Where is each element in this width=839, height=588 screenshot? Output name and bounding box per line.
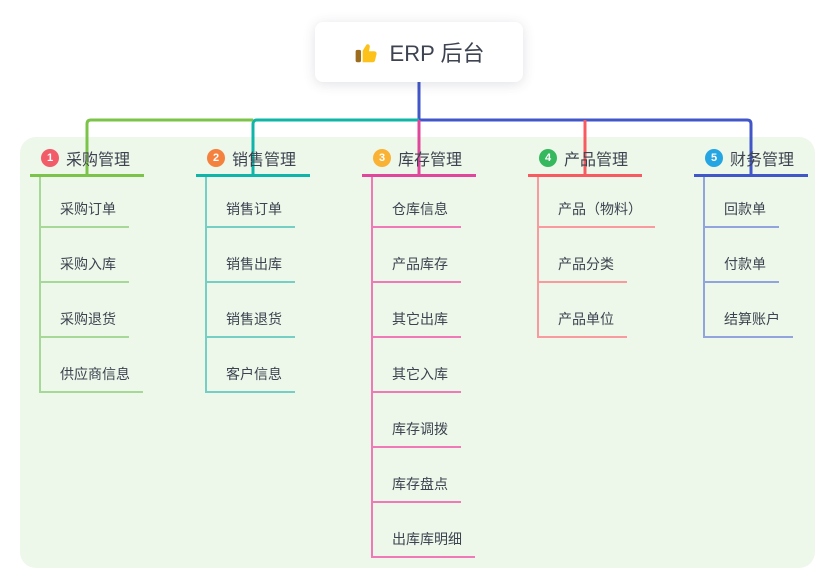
child-node[interactable]: 其它入库 (371, 338, 461, 393)
child-node[interactable]: 产品（物料） (537, 173, 655, 228)
child-node[interactable]: 出库库明细 (371, 503, 475, 558)
child-node[interactable]: 回款单 (703, 173, 779, 228)
root-label: ERP 后台 (389, 41, 485, 66)
branch-label: 采购管理 (66, 151, 131, 169)
branch-5: 5 财务管理 回款单付款单结算账户 (694, 148, 808, 338)
child-label: 客户信息 (226, 366, 282, 382)
child-label: 回款单 (724, 201, 766, 217)
child-node[interactable]: 采购订单 (39, 173, 129, 228)
branch-children: 仓库信息产品库存其它出库其它入库库存调拨库存盘点出库库明细 (371, 173, 476, 558)
child-label: 销售出库 (226, 256, 282, 272)
child-node[interactable]: 其它出库 (371, 283, 461, 338)
child-node[interactable]: 销售出库 (205, 228, 295, 283)
child-label: 产品分类 (558, 256, 614, 272)
child-node[interactable]: 采购入库 (39, 228, 129, 283)
child-label: 销售订单 (226, 201, 282, 217)
mindmap-panel (20, 137, 815, 568)
child-label: 供应商信息 (60, 366, 130, 382)
child-label: 采购入库 (60, 256, 116, 272)
branch-children: 产品（物料） 产品分类产品单位 (537, 173, 655, 338)
branch-3: 3 库存管理 仓库信息产品库存其它出库其它入库库存调拨库存盘点出库库明细 (362, 148, 476, 558)
child-node[interactable]: 采购退货 (39, 283, 129, 338)
child-label: 库存调拨 (392, 421, 448, 437)
child-node[interactable]: 客户信息 (205, 338, 295, 393)
child-label: 仓库信息 (392, 201, 448, 217)
branch-label: 库存管理 (398, 151, 463, 169)
child-label: 结算账户 (724, 311, 780, 327)
branch-rail (205, 177, 207, 393)
branch-number-badge: 3 (373, 148, 391, 167)
child-label: 其它出库 (392, 311, 448, 327)
child-node[interactable]: 付款单 (703, 228, 779, 283)
child-label: 出库库明细 (392, 531, 462, 547)
child-label: 产品（物料） (558, 201, 642, 217)
branch-1: 1 采购管理 采购订单采购入库采购退货供应商信息 (30, 148, 144, 393)
branch-rail (703, 177, 705, 338)
branch-children: 销售订单销售出库销售退货客户信息 (205, 173, 310, 393)
thumbs-up-icon (354, 39, 380, 65)
branch-4: 4 产品管理 产品（物料） 产品分类产品单位 (528, 148, 655, 338)
branch-children: 采购订单采购入库采购退货供应商信息 (39, 173, 144, 393)
child-label: 采购订单 (60, 201, 116, 217)
child-label: 产品库存 (392, 256, 448, 272)
branch-label: 销售管理 (232, 151, 297, 169)
child-node[interactable]: 销售退货 (205, 283, 295, 338)
child-node[interactable]: 库存调拨 (371, 393, 461, 448)
child-node[interactable]: 产品分类 (537, 228, 627, 283)
branch-rail (371, 177, 373, 558)
child-label: 库存盘点 (392, 476, 448, 492)
child-node[interactable]: 销售订单 (205, 173, 295, 228)
branch-label: 产品管理 (564, 151, 629, 169)
branch-rail (537, 177, 539, 338)
root-node[interactable]: ERP 后台 (315, 22, 523, 82)
branch-number-badge: 2 (207, 148, 225, 167)
child-label: 采购退货 (60, 311, 116, 327)
branch-2: 2 销售管理 销售订单销售出库销售退货客户信息 (196, 148, 310, 393)
branch-number-badge: 4 (539, 148, 557, 167)
branch-number-badge: 1 (41, 148, 59, 167)
branch-children: 回款单付款单结算账户 (703, 173, 808, 338)
child-node[interactable]: 产品库存 (371, 228, 461, 283)
branch-number-badge: 5 (705, 148, 723, 167)
child-label: 其它入库 (392, 366, 448, 382)
child-node[interactable]: 库存盘点 (371, 448, 461, 503)
branch-rail (39, 177, 41, 393)
child-label: 产品单位 (558, 311, 614, 327)
child-node[interactable]: 仓库信息 (371, 173, 461, 228)
branch-label: 财务管理 (730, 151, 795, 169)
child-node[interactable]: 产品单位 (537, 283, 627, 338)
child-label: 付款单 (724, 256, 766, 272)
child-node[interactable]: 供应商信息 (39, 338, 143, 393)
child-node[interactable]: 结算账户 (703, 283, 793, 338)
child-label: 销售退货 (226, 311, 282, 327)
